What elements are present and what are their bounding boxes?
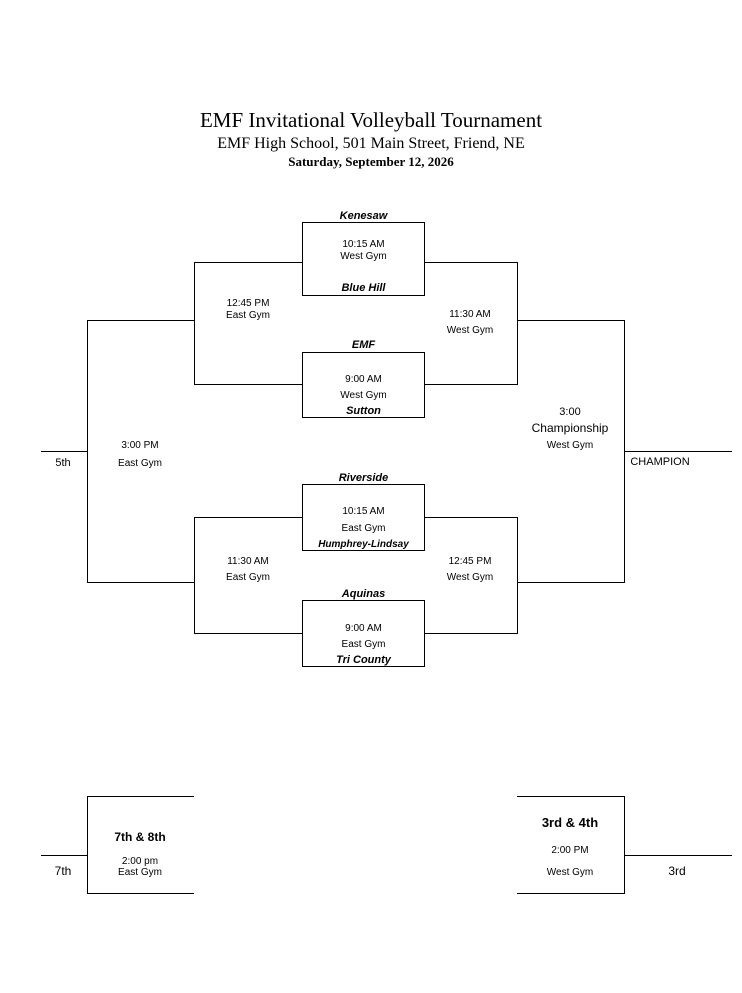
championship-label: Championship	[531, 421, 609, 435]
championship-time: 3:00	[559, 406, 581, 418]
match-time: 9:00 AM	[345, 623, 382, 634]
team-name: Aquinas	[341, 588, 386, 600]
match-time: 9:00 AM	[345, 374, 382, 385]
seventh-eighth-title: 7th & 8th	[114, 830, 166, 844]
fifth-place-time: 3:00 PM	[121, 440, 159, 451]
third-fourth-gym: West Gym	[546, 867, 594, 878]
third-fourth-time: 2:00 PM	[551, 845, 589, 856]
consolation-upper-gym: East Gym	[226, 310, 270, 321]
seventh-place-label: 7th	[54, 864, 72, 878]
team-name: EMF	[351, 339, 376, 351]
team-name: Blue Hill	[341, 282, 386, 294]
seventh-eighth-gym: East Gym	[118, 867, 162, 878]
team-name: Humphrey-Lindsay	[318, 539, 409, 550]
consolation-upper-time: 12:45 PM	[226, 298, 270, 309]
match-time: 10:15 AM	[342, 239, 385, 250]
tournament-date: Saturday, September 12, 2026	[288, 154, 454, 169]
match-gym: East Gym	[341, 639, 386, 650]
team-name: Tri County	[336, 654, 391, 666]
tournament-location: EMF High School, 501 Main Street, Friend…	[217, 135, 525, 152]
fifth-place-gym: East Gym	[118, 458, 162, 469]
third-fourth-title: 3rd & 4th	[541, 815, 599, 830]
championship-gym: West Gym	[546, 440, 594, 451]
match-gym: West Gym	[340, 390, 387, 401]
match-gym: East Gym	[341, 523, 386, 534]
fifth-place-label: 5th	[55, 457, 71, 469]
team-name: Sutton	[346, 405, 381, 417]
winners-lower-time: 12:45 PM	[448, 556, 492, 567]
seventh-eighth-time: 2:00 pm	[121, 856, 159, 867]
match-gym: West Gym	[340, 251, 387, 262]
consolation-lower-gym: East Gym	[226, 572, 270, 583]
winners-lower-gym: West Gym	[446, 572, 494, 583]
champion-label: CHAMPION	[630, 456, 690, 468]
winners-upper-gym: West Gym	[446, 325, 494, 336]
winners-upper-time: 11:30 AM	[449, 309, 491, 320]
team-name: Kenesaw	[339, 210, 388, 222]
team-name: Riverside	[338, 472, 389, 484]
tournament-title: EMF Invitational Volleyball Tournament	[199, 108, 543, 132]
third-place-label: 3rd	[668, 864, 686, 878]
match-time: 10:15 AM	[342, 506, 385, 517]
consolation-lower-time: 11:30 AM	[227, 556, 269, 567]
